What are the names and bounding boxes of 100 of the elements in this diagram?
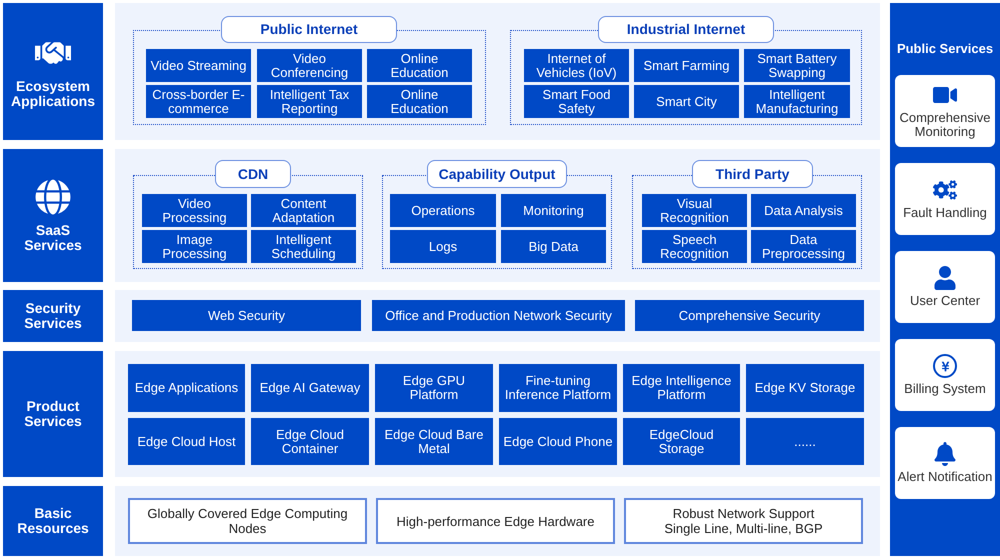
tile-label: Smart Battery Swapping: [756, 52, 838, 80]
layer-title: Product Services: [23, 399, 83, 429]
resource-box: [376, 498, 615, 544]
tile-label: Smart Food Safety: [542, 88, 612, 116]
tile-label: Visual Recognition: [659, 196, 730, 224]
tile-label: Office and Production Network Security: [384, 308, 613, 322]
layer-title: Basic Resources: [16, 506, 90, 536]
card-label: User Center: [910, 294, 980, 308]
tile-label: Edge Applications: [134, 381, 240, 395]
service-card: [895, 427, 995, 499]
tile-label: Monitoring: [522, 204, 585, 218]
tile-label: Intelligent Tax Reporting: [268, 88, 350, 116]
service-tile: [142, 230, 247, 263]
service-tile: [142, 194, 247, 227]
service-card: [895, 251, 995, 323]
tile-label: EdgeCloud Storage: [648, 428, 715, 456]
service-tile: [635, 300, 864, 331]
service-tile: [524, 85, 629, 118]
service-tile: [501, 230, 606, 263]
service-tile: [751, 194, 856, 227]
group-title-tab: Public Internet: [221, 16, 397, 43]
card-label: Fault Handling: [903, 206, 987, 220]
service-tile: [146, 49, 251, 82]
tile-label: Content Adaptation: [271, 196, 336, 224]
tile-label: Operations: [410, 204, 476, 218]
resource-label: Globally Covered Edge Computing Nodes: [146, 506, 349, 536]
service-tile: [375, 418, 493, 465]
service-tile: [642, 194, 747, 227]
tile-label: Big Data: [528, 240, 580, 254]
tile-label: Intelligent Manufacturing: [754, 88, 840, 116]
service-tile: [128, 364, 245, 412]
service-tile: [501, 194, 606, 227]
service-tile: [642, 230, 747, 263]
service-tile: [623, 418, 740, 465]
group-title-tab: Third Party: [692, 160, 813, 188]
tile-label: ......: [793, 434, 817, 448]
tile-label: Edge Intelligence Platform: [630, 374, 732, 402]
service-tile: [623, 364, 740, 412]
card-label: Billing System: [904, 382, 986, 396]
service-tile: [375, 364, 493, 412]
layer-label-box: [3, 351, 103, 477]
layer-label-box: [3, 290, 103, 342]
service-tile: [372, 300, 625, 331]
tile-label: Smart City: [655, 94, 718, 108]
service-tile: [744, 85, 850, 118]
service-tile: [367, 85, 472, 118]
layer-label-box: [3, 149, 103, 282]
panel-title: Public Services: [896, 40, 994, 58]
layer-title: Ecosystem Applications: [10, 78, 96, 108]
tile-label: Edge AI Gateway: [258, 381, 362, 395]
service-tile: [634, 49, 739, 82]
service-tile: [132, 300, 361, 331]
group-title-tab: Industrial Internet: [598, 16, 774, 43]
service-card: [895, 163, 995, 235]
tile-label: Speech Recognition: [659, 232, 730, 260]
tile-label: Fine-tuning Inference Platform: [504, 374, 612, 402]
service-tile: [367, 49, 472, 82]
service-tile: [251, 194, 356, 227]
service-tile: [251, 230, 356, 263]
tile-label: Data Preprocessing: [760, 232, 846, 260]
layer-label-box: [3, 3, 103, 140]
tile-label: Web Security: [206, 308, 286, 322]
service-tile: [146, 85, 251, 118]
tile-label: Video Streaming: [150, 58, 248, 72]
layer-label-box: [3, 486, 103, 556]
service-tile: [251, 364, 369, 412]
card-label: Alert Notification: [898, 470, 992, 484]
service-tile: [524, 49, 629, 82]
service-tile: [251, 418, 369, 465]
service-tile: [499, 364, 617, 412]
service-tile: [390, 230, 496, 263]
service-tile: [128, 418, 245, 465]
tile-label: Intelligent Scheduling: [270, 232, 337, 260]
card-label: Comprehensive Monitoring: [898, 111, 992, 139]
tile-label: Edge Cloud Bare Metal: [383, 428, 484, 456]
tile-label: Smart Farming: [642, 58, 730, 72]
resource-box: [128, 498, 367, 544]
tile-label: Online Education: [390, 88, 450, 116]
tile-label: Video Conferencing: [270, 52, 350, 80]
service-tile: [499, 418, 617, 465]
group-title-tab: CDN: [215, 160, 291, 188]
resource-label: Robust Network Support: [672, 506, 816, 521]
tile-label: Edge GPU Platform: [402, 374, 466, 402]
service-card: [895, 339, 995, 411]
service-tile: [257, 85, 362, 118]
service-tile: [390, 194, 496, 227]
resource-label: Single Line, Multi-line, BGP: [663, 521, 824, 536]
tile-label: Edge Cloud Host: [136, 434, 237, 448]
service-tile: [751, 230, 856, 263]
group-title-tab: Capability Output: [427, 160, 567, 188]
tile-label: Edge Cloud Phone: [502, 434, 614, 448]
service-tile: [744, 49, 850, 82]
tile-label: Edge Cloud Container: [275, 428, 345, 456]
layer-title: Security Services: [23, 301, 83, 331]
tile-label: Logs: [428, 240, 458, 254]
resource-box: [624, 498, 863, 544]
tile-label: Image Processing: [161, 232, 228, 260]
service-tile: [257, 49, 362, 82]
service-card: [895, 75, 995, 147]
tile-label: Cross-border E-commerce: [151, 88, 246, 116]
